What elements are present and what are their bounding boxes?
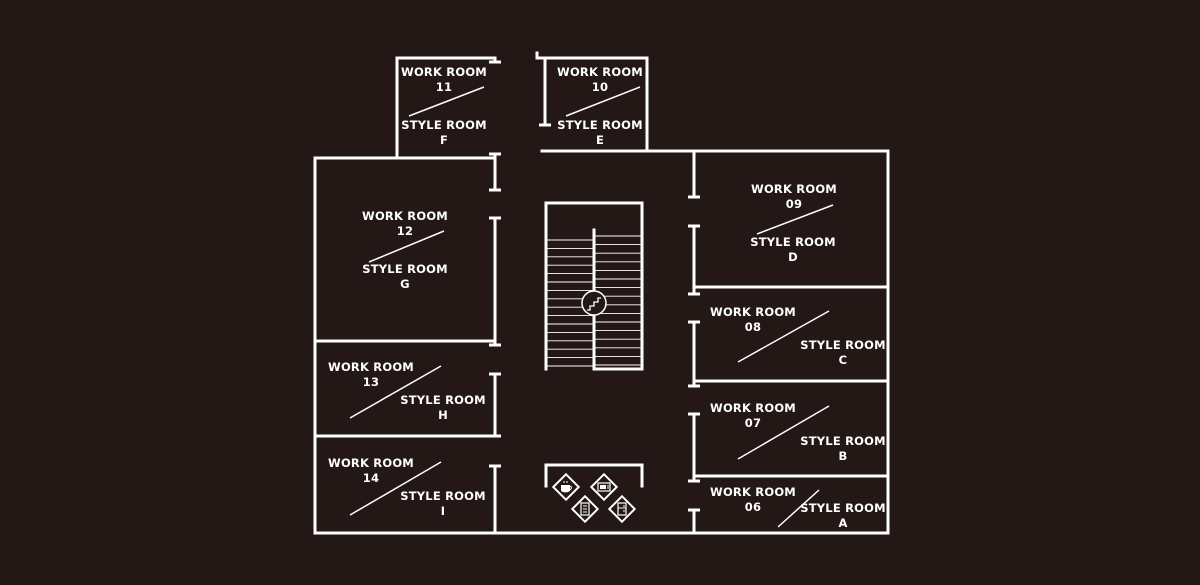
coffee-icon — [551, 472, 581, 502]
stairs-icon — [581, 290, 607, 316]
door-stops — [489, 60, 700, 512]
room-dividers — [349, 86, 834, 528]
microwave-icon — [589, 472, 619, 502]
notes-icon — [570, 494, 600, 524]
refrigerator-icon — [607, 494, 637, 524]
walls — [313, 51, 890, 535]
